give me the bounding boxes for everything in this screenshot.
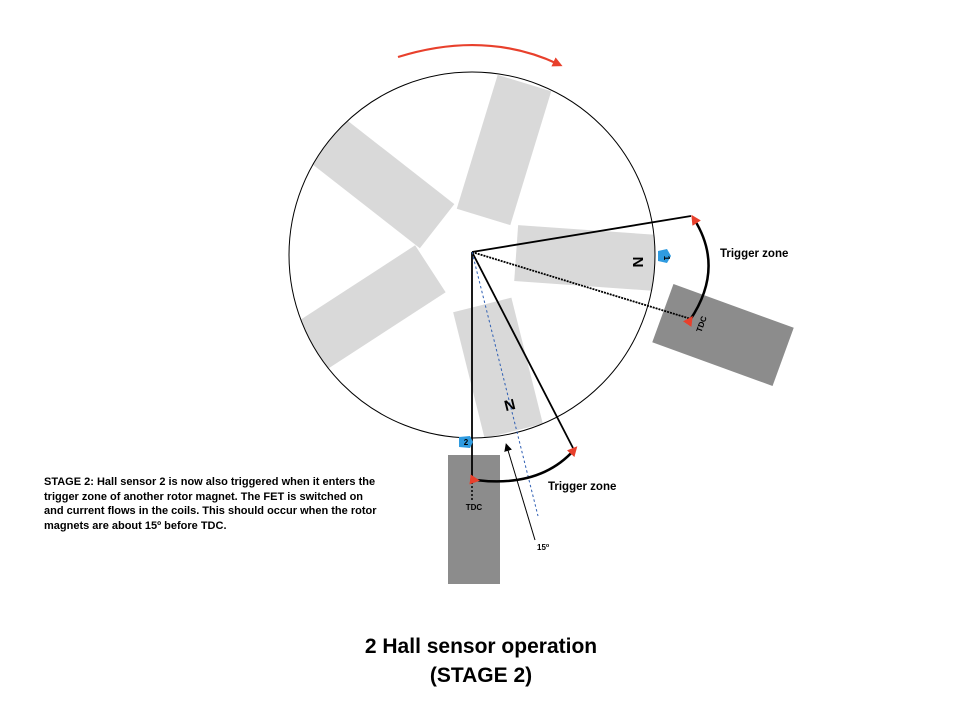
magnet-label-2: N xyxy=(503,396,518,415)
trigger-zone-lines xyxy=(471,215,692,500)
angle-label: 15o xyxy=(537,543,550,552)
sensor-2-tdc-label: TDC xyxy=(466,503,483,512)
rotation-direction-arrow xyxy=(397,43,563,67)
hall-sensor-2 xyxy=(459,436,473,448)
hall-sensor-2-number: 2 xyxy=(464,438,469,447)
title-line-1: 2 Hall sensor operation xyxy=(364,635,598,658)
hall-sensor-1-number: 1 xyxy=(662,256,671,261)
trigger-zone-label-2: Trigger zone xyxy=(548,481,616,493)
stage-description: STAGE 2: Hall sensor 2 is now also trigg… xyxy=(44,476,377,532)
rotor-magnet xyxy=(456,74,552,226)
rotor-magnets xyxy=(294,74,655,438)
trigger-zone-label-1: Trigger zone xyxy=(720,248,788,260)
diagram-title: 2 Hall sensor operation (STAGE 2) xyxy=(0,632,962,690)
rotor-magnet xyxy=(514,225,655,291)
magnet-label-1: N xyxy=(629,257,646,268)
rotor-magnet xyxy=(301,111,455,249)
sensor-1-housing xyxy=(652,283,794,387)
sensor-2-housing xyxy=(448,455,500,584)
rotor-magnet xyxy=(294,245,446,371)
angle-pointer-arrow xyxy=(504,443,536,541)
title-line-2: (STAGE 2) xyxy=(429,664,533,687)
trigger-zone-arc-2 xyxy=(469,446,578,485)
rotor-magnet xyxy=(453,297,543,438)
hall-sensor-1 xyxy=(658,249,671,263)
trigger-zone-arc-1 xyxy=(683,214,710,327)
